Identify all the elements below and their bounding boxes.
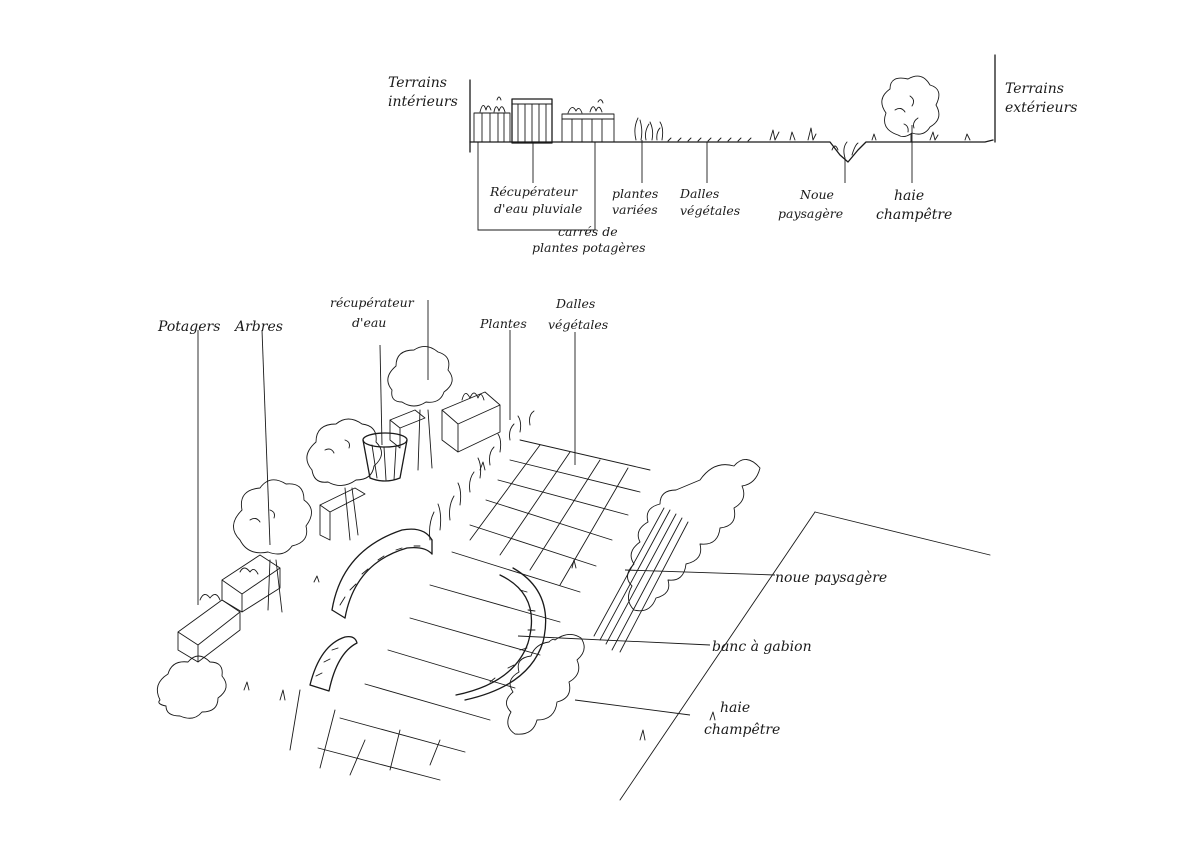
label-plantes-2: variées: [612, 202, 658, 217]
perspective-plant-strip: [429, 410, 535, 541]
label-terrains-exterieurs-1: Terrains: [1005, 81, 1064, 97]
label-terrains-interieurs-1: Terrains: [388, 75, 447, 91]
section-hedge: [881, 75, 940, 138]
perspective-boundary-right: [814, 511, 991, 556]
perspective-swale: [593, 507, 689, 653]
section-grass: [769, 127, 971, 141]
label-haie-1: haie: [894, 188, 924, 204]
label-recuperateur-eau-1: récupérateur: [330, 295, 415, 310]
label-dalles-persp-2: végétales: [548, 317, 608, 332]
label-noue-persp: noue paysagère: [775, 570, 887, 586]
perspective-view: Potagers Arbres récupérateur d'eau Plant…: [156, 295, 991, 801]
perspective-gabion-bench: [309, 528, 547, 701]
label-dalles-1: Dalles: [679, 186, 719, 201]
leader-haie: [574, 699, 691, 716]
section-water-collector: [511, 98, 553, 144]
section-planter-right: [561, 99, 615, 143]
section-varied-plants: [634, 117, 664, 141]
leader-recuperateur: [379, 344, 383, 446]
label-terrains-exterieurs-2: extérieurs: [1005, 100, 1077, 116]
label-banc: banc à gabion: [712, 639, 812, 655]
label-haie-2: champêtre: [876, 207, 952, 223]
perspective-hedge: [156, 459, 761, 741]
label-terrains-interieurs-2: intérieurs: [388, 94, 458, 110]
label-recuperateur-2: d'eau pluviale: [494, 201, 582, 216]
leader-noue: [624, 569, 776, 576]
label-haie-persp-1: haie: [720, 700, 750, 716]
label-recuperateur-1: Récupérateur: [489, 184, 578, 199]
label-plantes-persp: Plantes: [479, 316, 527, 331]
leader-banc: [517, 635, 711, 646]
label-potagers: Potagers: [157, 319, 220, 335]
label-haie-persp-2: champêtre: [704, 722, 780, 738]
label-carres-2: plantes potagères: [532, 240, 646, 255]
perspective-paving: [289, 439, 651, 781]
leader-arbres: [261, 329, 271, 546]
label-dalles-2: végétales: [680, 203, 740, 218]
perspective-planters: [177, 391, 501, 663]
section-leader-carres: [477, 142, 596, 231]
label-noue-1: Noue: [799, 187, 834, 202]
section-view: Terrains intérieurs Terrains extérieurs …: [388, 54, 1077, 255]
section-planter-left: [473, 96, 511, 143]
perspective-water-barrel: [362, 432, 408, 482]
label-dalles-persp-1: Dalles: [555, 296, 595, 311]
perspective-boundary-front: [619, 511, 816, 801]
label-carres-1: carrés de: [558, 224, 618, 239]
label-recuperateur-eau-2: d'eau: [352, 315, 386, 330]
section-paving: [667, 137, 752, 142]
label-arbres: Arbres: [233, 319, 283, 335]
perspective-trees: [233, 346, 453, 613]
section-ground-line: [469, 139, 994, 163]
label-plantes-1: plantes: [612, 186, 658, 201]
label-noue-2: paysagère: [778, 206, 843, 221]
section-swale-plants: [831, 141, 859, 159]
